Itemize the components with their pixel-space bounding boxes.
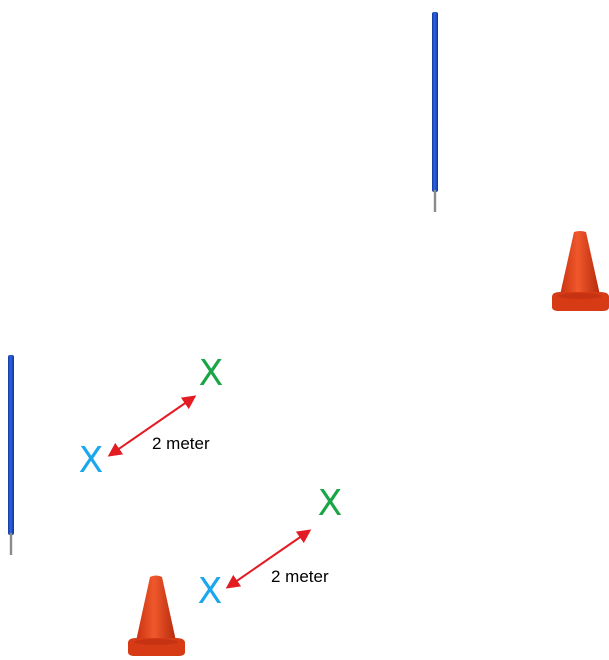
- distance-label: 2 meter: [271, 567, 329, 586]
- traffic-cone-icon: [128, 575, 185, 656]
- distance-label: 2 meter: [152, 434, 210, 453]
- traffic-cone-icon: [552, 231, 609, 311]
- marker-green-x: X: [199, 353, 224, 394]
- distance-arrow: [225, 529, 312, 589]
- distance-arrow: [107, 395, 197, 457]
- marker-cyan-x: X: [198, 571, 223, 612]
- marker-cyan-x: X: [79, 440, 104, 481]
- training-pole-icon: [8, 355, 14, 555]
- training-pole-icon: [432, 12, 438, 212]
- marker-green-x: X: [318, 483, 343, 524]
